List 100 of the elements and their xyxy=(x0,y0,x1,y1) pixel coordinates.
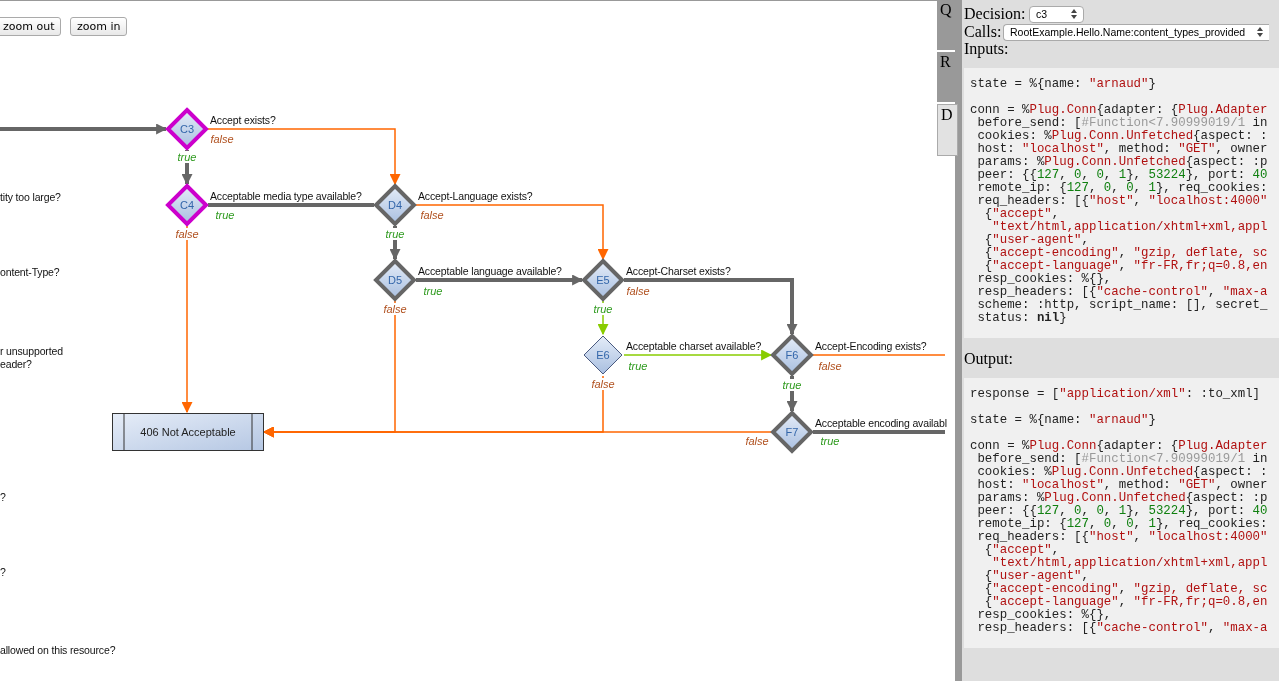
connector-line xyxy=(813,430,945,434)
code-line: before_send: [#Function<7.90999019/1 in xyxy=(976,117,1268,130)
question-label: Acceptable language available? xyxy=(418,265,562,278)
code-line: {"accept-language", "fr-FR,fr;q=0.8,en xyxy=(984,260,1268,273)
zoom-button: zoom out xyxy=(0,17,62,36)
code-line: scheme: :http, script_name: [], secret_ xyxy=(976,299,1268,312)
code-line: "text/html,application/xhtml+xml,appl xyxy=(991,221,1268,234)
code-line: status: nil} xyxy=(976,312,1067,325)
field-label: Decision: xyxy=(964,5,1026,22)
question-label: Accept-Charset exists? xyxy=(626,265,731,278)
section-heading: Output: xyxy=(964,350,1013,367)
code-line: params: %Plug.Conn.Unfetched{aspect: :p xyxy=(976,492,1268,505)
decision-diamond: D4 xyxy=(374,184,416,226)
edge-label: true xyxy=(592,303,614,315)
arrow xyxy=(597,300,609,336)
arrow xyxy=(181,150,193,186)
question-label: ? xyxy=(0,491,6,504)
code-line: req_headers: [{"host", "localhost:4000" xyxy=(976,195,1268,208)
code-line: cookies: %Plug.Conn.Unfetched{aspect: : xyxy=(976,130,1268,143)
dropdown: RootExample.Hello.Name:content_types_provided xyxy=(1003,24,1270,41)
edge-label: false xyxy=(209,133,235,145)
tab: R xyxy=(937,52,958,102)
question-label: Acceptable media type available? xyxy=(210,190,362,203)
code-line: host: "localhost", method: "GET", owner xyxy=(976,479,1268,492)
arrow xyxy=(786,376,798,413)
code-line: {"accept", xyxy=(984,208,1060,221)
code-line: peer: {{127, 0, 0, 1}, 53224}, port: 40 xyxy=(976,169,1268,182)
code-line: peer: {{127, 0, 0, 1}, 53224}, port: 40 xyxy=(976,505,1268,518)
question-label: Accept-Encoding exists? xyxy=(815,340,927,353)
status-box: 406 Not Acceptable xyxy=(112,413,264,451)
edge-label: false xyxy=(590,378,616,390)
code-line: {"accept-encoding", "gzip, deflate, sc xyxy=(983,247,1268,260)
code-line: req_headers: [{"host", "localhost:4000" xyxy=(976,531,1268,544)
question-label: ? xyxy=(0,566,6,579)
edge-label: true xyxy=(422,285,444,297)
tab: D xyxy=(937,104,958,156)
code-line: {"user-agent", xyxy=(983,570,1089,583)
edge-label: false xyxy=(419,209,445,221)
code-line: {"accept-encoding", "gzip, deflate, sc xyxy=(983,583,1268,596)
decision-diamond: F7 xyxy=(771,411,813,453)
question-label: tity too large? xyxy=(0,191,61,204)
edge-label: false xyxy=(382,303,408,315)
decision-diamond: E5 xyxy=(582,259,624,301)
arrow xyxy=(416,274,584,286)
code-line: state = %{name: "arnaud"} xyxy=(970,414,1156,427)
arrow xyxy=(181,225,193,414)
question-label: Accept exists? xyxy=(210,114,276,127)
arrow xyxy=(389,226,401,261)
code-line: conn = %Plug.Conn{adapter: {Plug.Adapter xyxy=(970,440,1268,453)
code-line: remote_ip: {127, 0, 0, 1}, req_cookies: xyxy=(976,518,1268,531)
arrow xyxy=(415,204,609,261)
section-heading: Inputs: xyxy=(964,40,1009,57)
field-label: Calls: xyxy=(964,23,1002,40)
arrow xyxy=(624,278,798,336)
question-label: allowed on this resource? xyxy=(0,644,116,657)
decision-diamond: F6 xyxy=(771,334,813,376)
code-line: response = ["application/xml": :to_xml] xyxy=(970,388,1260,401)
edge-label: true xyxy=(176,151,198,163)
question-label: ontent-Type? xyxy=(0,266,60,279)
code-line: state = %{name: "arnaud"} xyxy=(970,78,1156,91)
code-line: params: %Plug.Conn.Unfetched{aspect: :p xyxy=(976,156,1268,169)
code-line: resp_cookies: %{}, xyxy=(976,609,1112,622)
arrow xyxy=(207,128,401,186)
edge-label: false xyxy=(174,228,200,240)
code-line: resp_cookies: %{}, xyxy=(976,273,1112,286)
code-line: conn = %Plug.Conn{adapter: {Plug.Adapter xyxy=(970,104,1268,117)
question-label: Acceptable charset available? xyxy=(626,340,762,353)
arrow xyxy=(262,426,772,438)
edge-label: true xyxy=(214,209,236,221)
code-line: host: "localhost", method: "GET", owner xyxy=(976,143,1268,156)
code-line: {"accept", xyxy=(984,544,1060,557)
connector-line xyxy=(812,354,946,356)
decision-diamond: D5 xyxy=(374,259,416,301)
question-label: Accept-Language exists? xyxy=(418,190,533,203)
decision-diamond: C3 xyxy=(166,108,208,150)
code-line: remote_ip: {127, 0, 0, 1}, req_cookies: xyxy=(976,182,1268,195)
tab: Q xyxy=(937,0,958,50)
edge-label: false xyxy=(817,360,843,372)
code-line: {"accept-language", "fr-FR,fr;q=0.8,en xyxy=(984,596,1268,609)
dropdown: c3 xyxy=(1029,6,1085,23)
arrow xyxy=(623,349,773,361)
question-label: Acceptable encoding availabl xyxy=(815,417,947,430)
decision-diamond: C4 xyxy=(166,184,208,226)
edge-label: true xyxy=(819,435,841,447)
zoom-button: zoom in xyxy=(70,17,128,36)
code-line: {"user-agent", xyxy=(983,234,1089,247)
edge-label: false xyxy=(625,285,651,297)
edge-label: false xyxy=(744,435,770,447)
edge-label: true xyxy=(384,228,406,240)
code-line: before_send: [#Function<7.90999019/1 in xyxy=(976,453,1268,466)
connector-line xyxy=(208,203,374,207)
decision-diamond: E6 xyxy=(582,334,624,376)
edge-label: true xyxy=(627,360,649,372)
edge-label: true xyxy=(781,379,803,391)
question-label: r unsupported eader? xyxy=(0,345,64,371)
code-line: resp_headers: [{"cache-control", "max-a xyxy=(976,286,1268,299)
code-line: "text/html,application/xhtml+xml,appl xyxy=(991,557,1268,570)
arrow xyxy=(0,123,168,135)
code-line: cookies: %Plug.Conn.Unfetched{aspect: : xyxy=(976,466,1268,479)
code-line: resp_headers: [{"cache-control", "max-a xyxy=(976,622,1268,635)
